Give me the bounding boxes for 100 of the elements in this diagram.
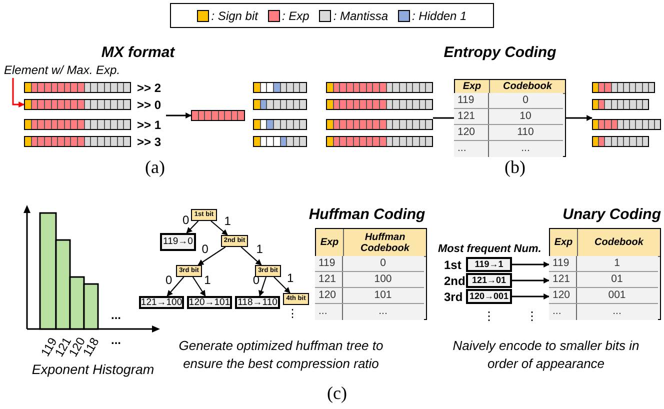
mapping-box: 120→001	[466, 289, 512, 304]
arrow	[198, 246, 226, 266]
section-title: Unary Coding	[562, 205, 661, 225]
table-header-cell: Codebook	[490, 80, 565, 94]
table-cell: ...	[454, 140, 488, 156]
edge-label: 1	[203, 274, 212, 286]
table-cell-text: 0	[522, 92, 530, 108]
bit-vector	[592, 136, 649, 147]
table-cell: 119	[454, 92, 488, 108]
ellipsis: ⋮	[287, 307, 297, 322]
bit-vector	[326, 136, 433, 147]
mapping-box: 121→100	[139, 296, 184, 309]
edge-label: 0	[181, 214, 190, 226]
bit-vector	[592, 99, 649, 110]
table-cell-text: 100	[373, 272, 393, 286]
rank-label: 3rd	[444, 288, 463, 304]
arrow	[512, 278, 550, 284]
panel-label: (b)	[504, 156, 526, 179]
leader-line	[12, 78, 25, 108]
column-heading: Most frequent Num.	[438, 242, 542, 257]
ellipsis: ⋮	[483, 308, 493, 325]
table-row	[454, 140, 562, 156]
arrow	[566, 115, 593, 121]
section-title: MX format	[100, 43, 176, 63]
table-row	[454, 124, 562, 140]
table-row	[454, 108, 562, 124]
arrow	[512, 262, 550, 268]
table-row	[454, 92, 562, 108]
arrow	[258, 276, 267, 297]
shift-label: >> 1	[137, 116, 162, 132]
table-row	[314, 288, 424, 304]
bit-vector	[24, 99, 131, 110]
bit-vector	[253, 119, 307, 130]
bit-vector	[253, 82, 307, 93]
bit-vector	[592, 119, 661, 130]
table-cell: 121	[314, 272, 342, 286]
legend-label: : Sign bit	[211, 8, 258, 24]
table-cell-text: 10	[518, 108, 532, 124]
section-title: Huffman Coding	[308, 205, 426, 225]
edge-label: 0	[164, 274, 174, 286]
table-cell-text: ...	[520, 140, 531, 156]
table-cell-text: 001	[607, 288, 627, 302]
bit-vector	[253, 136, 307, 147]
table-row	[548, 256, 658, 272]
table-header-cell: Codebook	[578, 229, 660, 257]
rank-label: 2nd	[444, 272, 466, 288]
panel-label: (c)	[326, 382, 348, 405]
bit-vector	[326, 82, 433, 93]
rank-label: 1st	[444, 256, 462, 272]
arrow	[210, 220, 228, 236]
arrow	[192, 276, 206, 296]
bit-vector	[191, 110, 245, 121]
table-cell: 120	[314, 288, 342, 302]
table-header-cell: Exp	[455, 80, 490, 94]
table-row	[314, 304, 424, 320]
table-cell: 119	[548, 256, 576, 270]
chart-title: Exponent Histogram	[30, 361, 156, 379]
edge-label: 1	[255, 243, 264, 255]
ellipsis: ⋮	[526, 308, 536, 325]
arrow	[166, 276, 184, 296]
shift-label: >> 0	[137, 96, 162, 112]
table-row	[548, 304, 658, 320]
table-cell: 121	[454, 108, 488, 124]
table-cell: 121	[548, 272, 576, 286]
table-row	[314, 272, 424, 288]
bit-vector	[326, 119, 433, 130]
mapping-box: 119→1	[466, 257, 512, 272]
table-row	[314, 256, 424, 272]
shift-label: >> 2	[137, 80, 162, 96]
mapping-box: 120→101	[187, 296, 232, 309]
table-cell: 120	[548, 288, 576, 302]
table-cell: 120	[454, 124, 488, 140]
codebook-table	[315, 228, 427, 320]
table-header-cell: Exp	[550, 229, 578, 257]
arrow	[512, 294, 550, 300]
bit-vector	[24, 119, 131, 130]
shift-label: >> 3	[137, 134, 162, 150]
legend-label: : Mantissa	[333, 8, 388, 24]
table-cell-text: 101	[373, 288, 393, 302]
ellipsis: ...	[110, 307, 122, 324]
table-header-cell: Exp	[316, 229, 344, 257]
mapping-box: 118→110	[235, 296, 280, 309]
table-cell-text: 0	[379, 256, 387, 270]
table-cell-text: 01	[610, 272, 624, 286]
arrow	[240, 246, 262, 266]
table-cell-text: 110	[516, 124, 535, 140]
table-cell: ...	[548, 304, 576, 320]
section-title: Entropy Coding	[442, 43, 558, 63]
ellipsis: ...	[110, 332, 122, 349]
arrow	[166, 112, 192, 118]
arrow	[186, 220, 199, 234]
bit-vector	[24, 82, 131, 93]
bit-vector	[24, 136, 131, 147]
table-cell: ...	[314, 304, 342, 320]
legend-label: : Hidden 1	[412, 8, 467, 24]
bit-vector	[592, 82, 655, 93]
annotation-text: Element w/ Max. Exp.	[4, 63, 136, 78]
mapping-box: 121→01	[466, 273, 512, 288]
table-cell-text: ...	[378, 304, 388, 318]
codebook-table	[454, 79, 566, 157]
